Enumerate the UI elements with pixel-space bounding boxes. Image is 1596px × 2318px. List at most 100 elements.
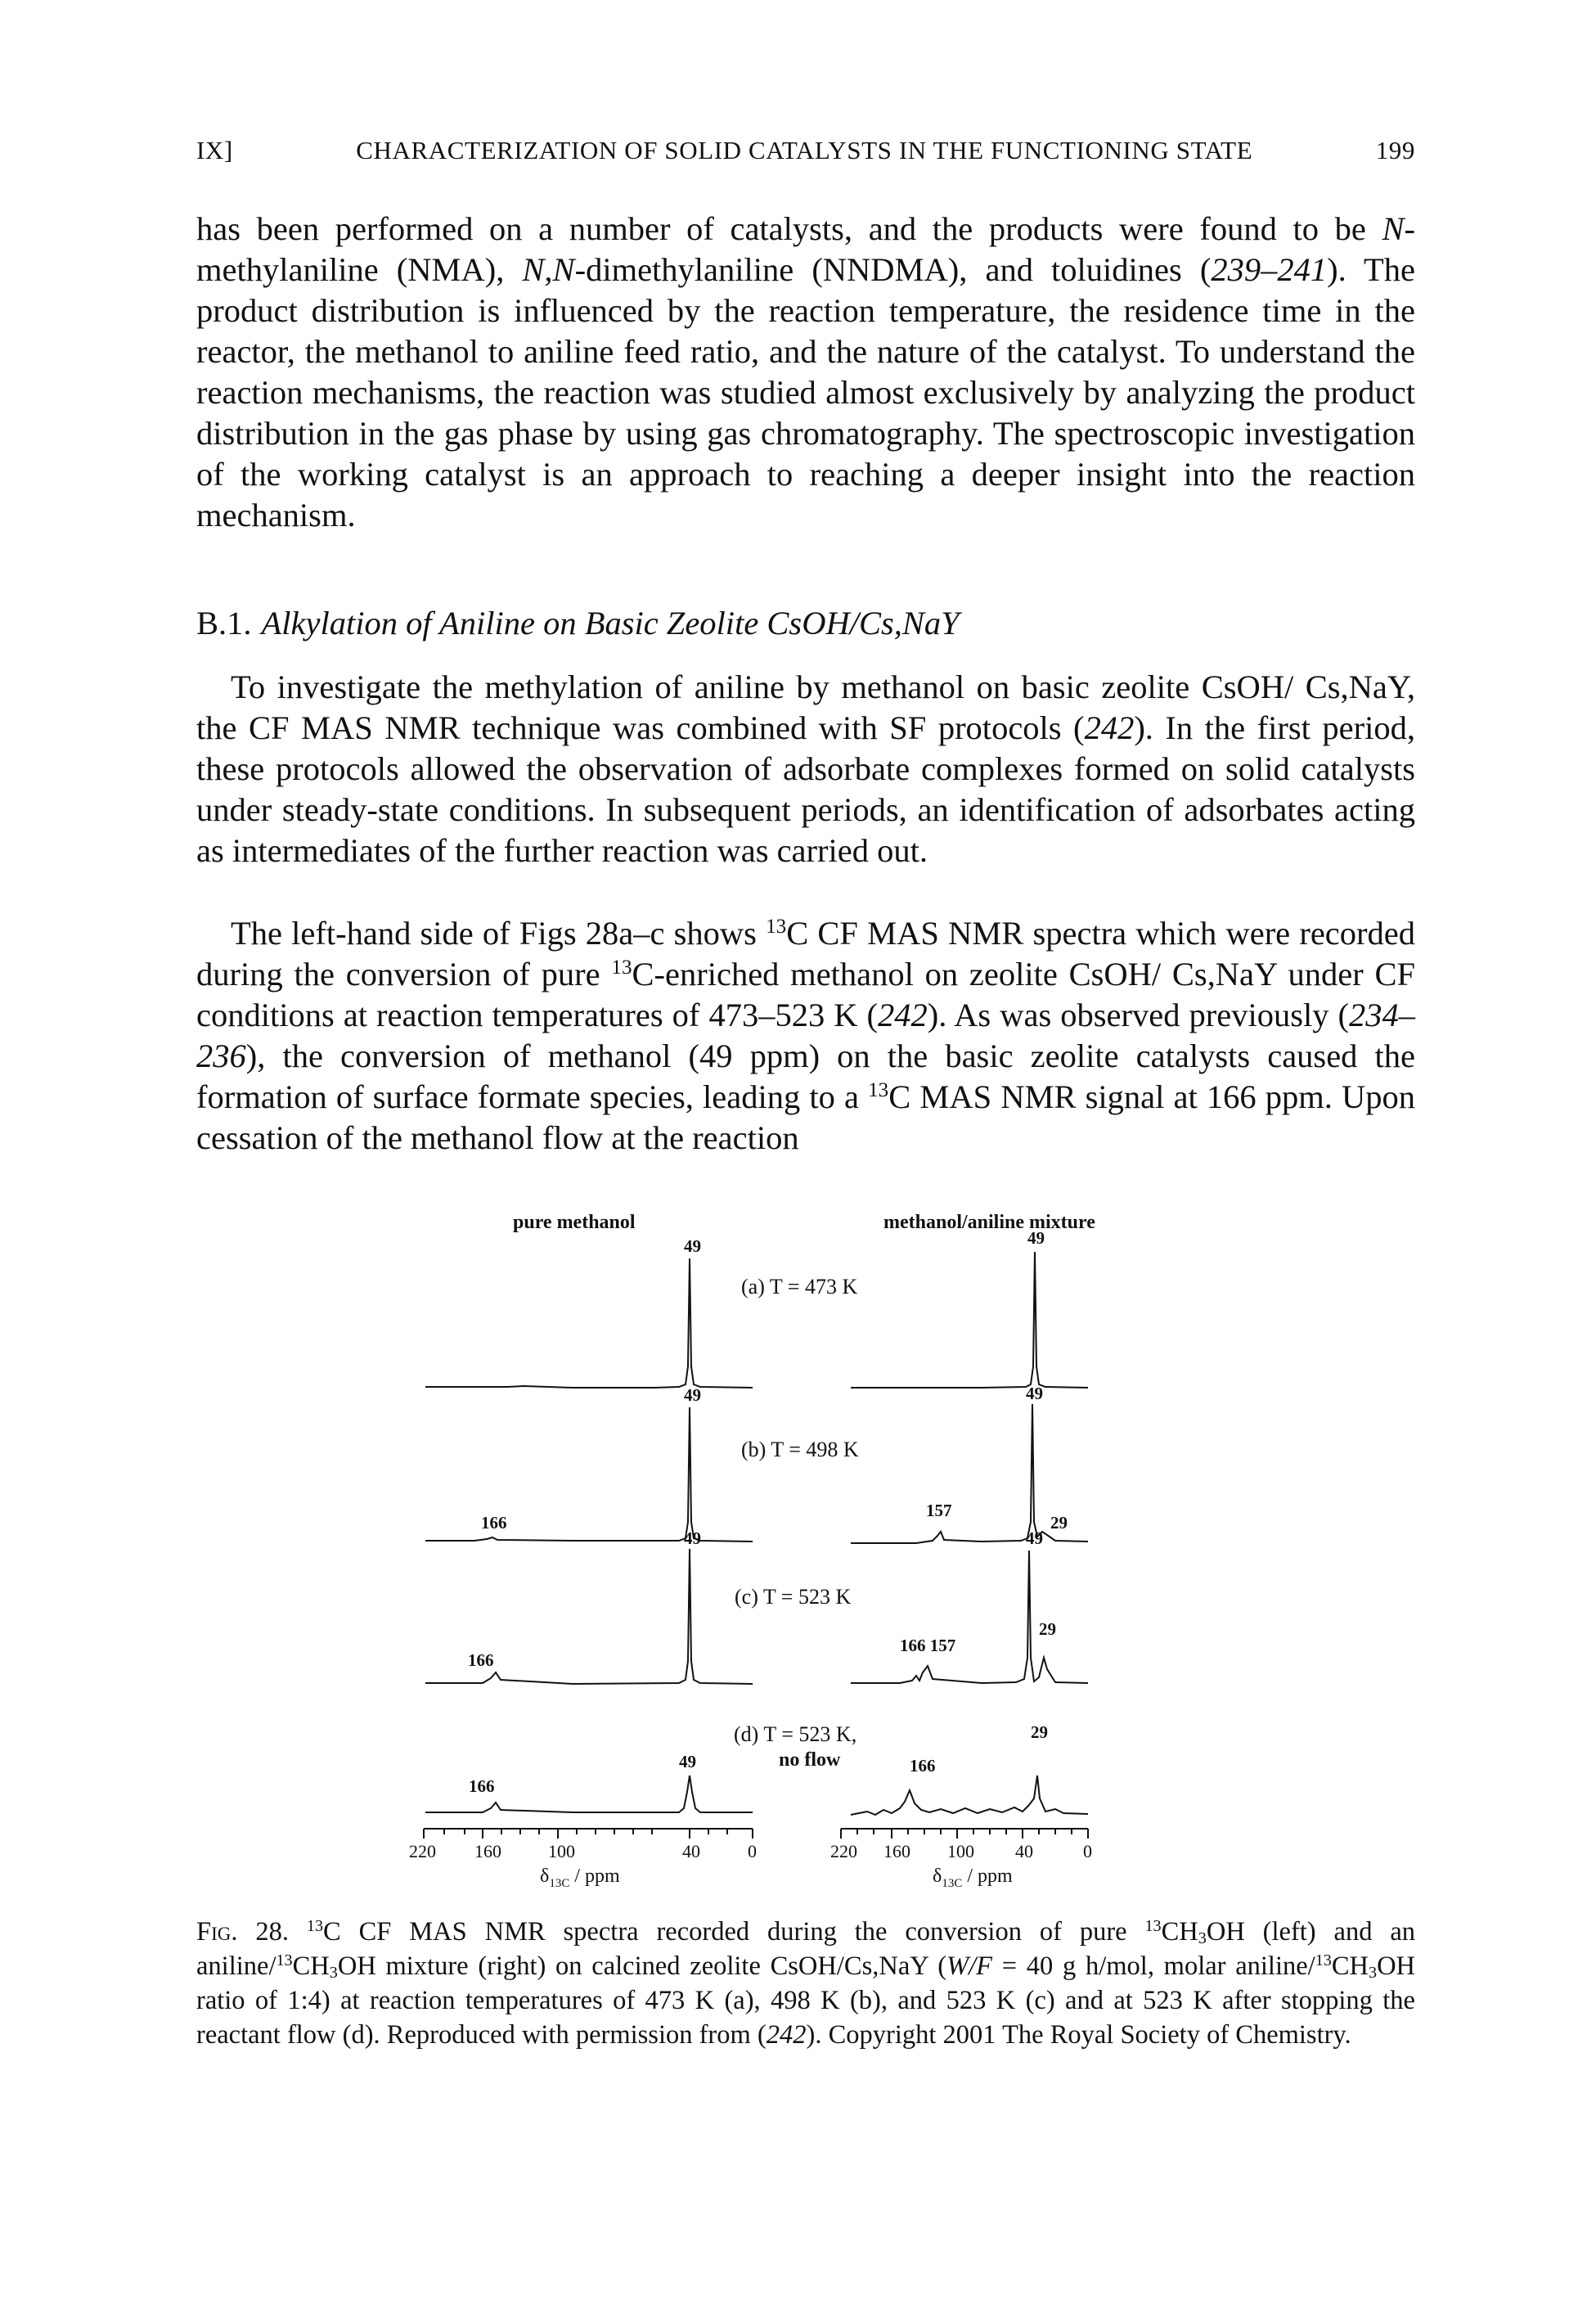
caption-text-3: OH (left) and an aniline/ [196,1917,1416,1981]
panel-label-d-line2: no flow [779,1749,841,1771]
right-axis-label-delta: δ [933,1866,942,1887]
caption-sup-1: 13 [306,1916,324,1935]
paragraph-1-text-1: has been performed on a number of cataly… [196,210,1382,247]
running-head-section: IX] [196,136,233,164]
caption-sub-3: 3 [1368,1964,1378,1983]
right-tick-220: 220 [830,1841,857,1861]
right-tick-160: 160 [883,1841,910,1861]
paragraph-3-sup-2: 13 [611,956,632,979]
left-spectrum-b [425,1407,753,1542]
left-spectrum-a [425,1258,753,1389]
right-column-title: methanol/aniline mixture [883,1212,1095,1233]
left-tick-100: 100 [548,1841,575,1861]
page-number: 199 [1375,136,1415,164]
left-tick-160: 160 [474,1841,501,1861]
paragraph-1-text-2: -methylaniline (NMA), [196,210,1415,288]
paragraph-1-em-1: N [1382,210,1405,247]
caption-text-7: CH [1331,1951,1369,1981]
right-c-peak-29: 29 [1039,1619,1056,1639]
paragraph-1-text-4: ). The product distribution is influence… [196,251,1415,533]
left-column-title: pure methanol [513,1212,636,1233]
paragraph-2: To investigate the methylation of anilin… [196,667,1415,871]
running-head-title: CHARACTERIZATION OF SOLID CATALYSTS IN T… [356,136,1253,164]
right-a-peak-49: 49 [1027,1228,1045,1248]
right-d-peak-29: 29 [1031,1722,1048,1742]
running-head: IX] CHARACTERIZATION OF SOLID CATALYSTS … [196,136,1415,165]
left-c-peak-49: 49 [684,1528,701,1548]
left-d-peak-49: 49 [679,1752,696,1771]
right-axis [840,1828,1089,1839]
caption-sup-2: 13 [1144,1916,1162,1935]
right-tick-100: 100 [947,1841,974,1861]
right-b-peak-29: 29 [1050,1513,1068,1533]
caption-text-5: OH mixture (right) on calcined zeolite C… [337,1951,947,1981]
panel-label-c: (c) T = 523 K [735,1585,851,1609]
paragraph-2-text-2: ). In the first period, these protocols … [196,709,1416,869]
paragraph-3-sup-3: 13 [868,1079,889,1102]
caption-sup-4: 13 [1315,1951,1332,1969]
left-b-peak-166: 166 [481,1513,507,1533]
figure-28: pure methanol methanol/aniline mixture (… [409,1203,1227,1906]
caption-text-8: OH ratio of 1:4) at reaction temperature… [196,1951,1416,2050]
paragraph-3-citation-2: 234–236 [196,997,1415,1074]
left-tick-40: 40 [682,1841,700,1861]
section-number: B.1. [196,605,252,641]
right-spectrum-b [851,1403,1089,1544]
left-axis-label-sub: 13C [549,1877,569,1890]
caption-sub-1: 3 [1198,1929,1207,1948]
figure-caption: Fig. 28. 13C CF MAS NMR spectra recorded… [196,1915,1415,2052]
right-axis-label-sub: 13C [942,1877,962,1890]
right-spectrum-a [851,1251,1089,1389]
paragraph-3-text-5: ), the conversion of methanol (49 ppm) o… [196,1037,1415,1115]
right-spectrum-d [850,1775,1089,1816]
paragraph-3-text-1: The left-hand side of Figs 28a–c shows [231,915,767,952]
left-c-peak-166: 166 [468,1650,494,1670]
panel-label-d-line1: (d) T = 523 K, [734,1722,856,1746]
caption-sup-3: 13 [276,1951,293,1969]
paragraph-1-text-3: -dimethylaniline (NNDMA), and toluidines… [574,251,1212,288]
left-spectrum-d [425,1775,753,1813]
left-axis-ticks [423,1829,753,1839]
right-spectrum-c [851,1550,1089,1685]
left-a-peak-49: 49 [684,1236,701,1256]
paragraph-1-em-2: N,N [522,251,575,288]
paragraph-3-sup-1: 13 [766,916,787,938]
right-axis-label-unit: / ppm [962,1866,1013,1887]
right-c-peak-166-157: 166 157 [900,1636,955,1655]
caption-sub-2: 3 [329,1964,338,1983]
paragraph-2-text-1: To investigate the methylation of anilin… [196,668,1415,746]
left-tick-0: 0 [748,1841,757,1861]
panel-label-b: (b) T = 498 K [741,1438,859,1461]
right-tick-40: 40 [1015,1841,1033,1861]
paragraph-2-citation: 242 [1084,709,1135,746]
caption-text-4: CH [292,1951,330,1981]
left-tick-220: 220 [409,1841,436,1861]
paragraph-1-citation: 239–241 [1211,251,1328,288]
left-b-peak-49: 49 [684,1385,701,1405]
paragraph-3-text-2: C CF MAS NMR spectra which were recorded… [196,915,1415,992]
paragraph-1: has been performed on a number of cataly… [196,209,1415,536]
caption-text-9: ). Copyright 2001 The Royal Society of C… [806,2020,1351,2050]
caption-text-6: = 40 g h/mol, molar ani­line/ [992,1951,1315,1981]
right-axis-ticks [840,1829,1089,1839]
section-title: Alkylation of Aniline on Basic Zeolite C… [261,605,960,641]
paragraph-3-citation-1: 242 [878,997,928,1033]
caption-em-wf: W/F [946,1951,993,1981]
caption-citation: 242 [766,2020,807,2050]
paragraph-3: The left-hand side of Figs 28a–c shows 1… [196,913,1415,1159]
left-axis [423,1828,753,1839]
right-b-peak-157: 157 [926,1501,952,1520]
paragraph-3-text-4: ). As was observed previously ( [927,997,1349,1033]
left-d-peak-166: 166 [469,1776,495,1796]
paragraph-3-text-3: C-enriched methanol on zeolite CsOH/ Cs,… [196,956,1416,1033]
section-heading: B.1.Alkylation of Aniline on Basic Zeoli… [196,604,960,642]
right-b-peak-49: 49 [1026,1384,1043,1403]
caption-label: Fig. 28. [196,1917,289,1947]
right-axis-label: δ13C / ppm [933,1866,1013,1890]
panel-label-a: (a) T = 473 K [741,1275,857,1299]
left-spectrum-c [425,1548,753,1686]
right-c-peak-49: 49 [1026,1528,1043,1548]
paragraph-3-text-6: C MAS NMR signal at 166 ppm. Upon cessat… [196,1078,1415,1156]
left-axis-label-unit: / ppm [569,1866,620,1887]
right-d-peak-166: 166 [910,1756,936,1776]
